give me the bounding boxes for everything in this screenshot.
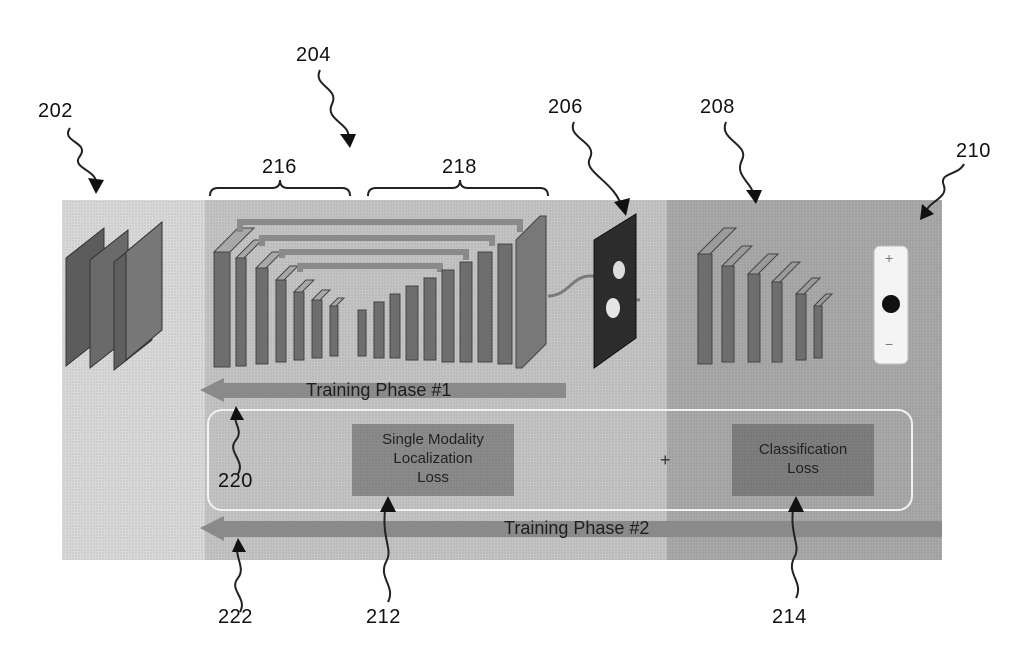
bracket-218 [367,179,549,197]
ref-202: 202 [38,100,73,122]
ref-220: 220 [218,470,253,492]
decoder-layers [357,215,547,369]
ref-218: 218 [442,156,477,178]
ref-206: 206 [548,96,583,118]
skip-connections [237,219,523,272]
ref-212: 212 [366,606,401,628]
ref-208: 208 [700,96,735,118]
localization-loss-line1: Single Modality [382,431,484,448]
classification-loss-line1: Classification [758,441,848,458]
ref-210: 210 [956,140,991,162]
localization-loss-line3: Loss [417,469,449,486]
phase2-label: Training Phase #2 [504,518,650,538]
input-image-stack [65,220,163,372]
classification-loss-label: Classification Loss [732,440,874,478]
ref-216: 216 [262,156,297,178]
ref-222: 222 [218,606,253,628]
output-plus-symbol: + [885,250,894,266]
bracket-216 [209,179,351,197]
loss-container [207,409,913,511]
localization-loss-line2: Localization [393,450,473,467]
localization-loss-label: Single Modality Localization Loss [352,430,514,487]
arrowheads [88,134,934,552]
phase1-label: Training Phase #1 [306,380,452,400]
localization-map [593,213,637,369]
output-indicator [873,245,909,365]
leader-lines [67,69,965,613]
loss-plus: + [660,450,671,470]
classification-loss-line2: Loss [787,460,819,477]
phase1-arrow [200,378,566,402]
ref-214: 214 [772,606,807,628]
ref-204: 204 [296,44,331,66]
output-minus-symbol: − [885,336,894,352]
classifier-layers [696,227,834,365]
